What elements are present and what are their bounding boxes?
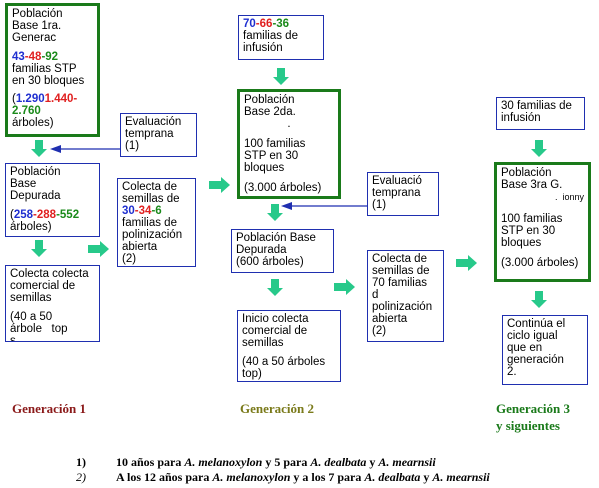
familias-infusion-3: 30 familias de infusión xyxy=(496,97,585,130)
arrow-down-pob3-cont xyxy=(531,291,547,308)
arrow-down-inf2-pob2 xyxy=(273,68,289,85)
poblacion-base-1: Población Base 1ra. Generac 43-48-92 fam… xyxy=(5,3,100,137)
arrow-eval1-to-pob1 xyxy=(50,145,121,153)
arrow-down-pob1-dep1 xyxy=(31,140,47,157)
colecta-semillas-1: Colecta de semillas de 30-34-6 familias … xyxy=(117,178,196,267)
arrow-right-colsem2-pob3 xyxy=(456,255,477,271)
poblacion-base-2: Población Base 2da. . 100 familias STP e… xyxy=(237,89,341,199)
poblacion-depurada-2: Población Base Depurada (600 árboles) xyxy=(231,229,334,273)
footnote-1: 1)10 años para A. melanoxylon y 5 para A… xyxy=(76,455,436,469)
familias-infusion-2: 70-66-36 familias de infusión xyxy=(238,15,324,60)
footnote-2: 2)A los 12 años para A. melanoxylon y a … xyxy=(76,470,490,484)
evaluacion-temprana-1: Evaluación temprana (1) xyxy=(120,113,197,157)
continua-ciclo: Continúa el ciclo igual que en generació… xyxy=(502,315,588,385)
arrow-down-dep2-col2 xyxy=(267,279,283,296)
arrow-right-dep1-colsem1 xyxy=(88,241,109,257)
poblacion-depurada-1: Población Base Depurada (258-288-552 árb… xyxy=(5,163,100,237)
generation-2-label: Generación 2 xyxy=(240,401,315,416)
generation-3-label: Generación 3 xyxy=(496,401,571,416)
arrow-down-pob2-dep2 xyxy=(267,204,283,221)
arrow-right-dep2-colsem2 xyxy=(334,279,355,295)
arrow-right-colsem1-pob2 xyxy=(209,177,230,193)
arrow-eval2-to-pob2 xyxy=(281,202,368,210)
generation-3-sub-label: y siguientes xyxy=(496,418,560,433)
evaluacion-temprana-2: Evaluació temprana (1) xyxy=(367,172,439,216)
arrow-down-inf3-pob3 xyxy=(531,140,547,157)
generation-1-label: Generación 1 xyxy=(12,401,87,416)
colecta-comercial-1: Colecta colecta comercial de semillas (4… xyxy=(5,265,100,342)
poblacion-base-3: Población Base 3ra G. . ionny 100 famili… xyxy=(494,162,591,282)
arrow-down-dep1-col1 xyxy=(31,240,47,257)
colecta-semillas-2: Colecta de semillas de 70 familias d pol… xyxy=(367,250,444,342)
colecta-comercial-2: Inicio colecta comercial de semillas (40… xyxy=(237,310,341,382)
